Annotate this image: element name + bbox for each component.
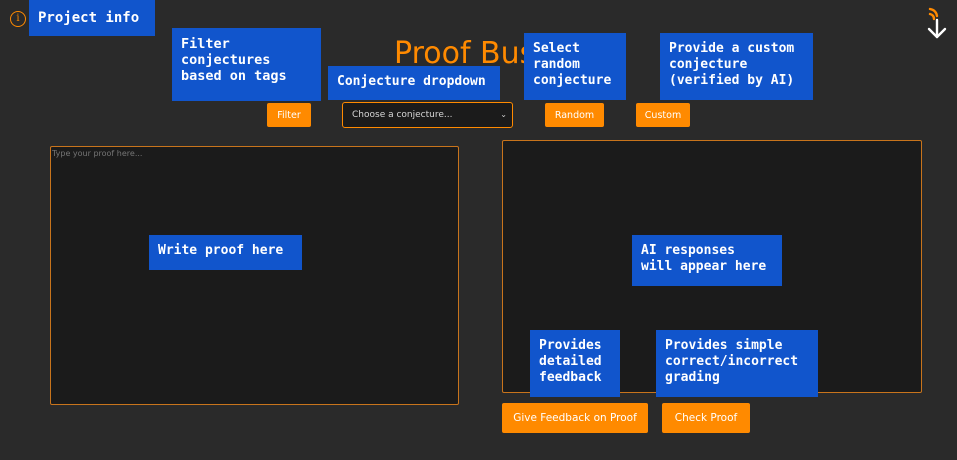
annotation-filter: Filter conjectures based on tags <box>172 28 321 101</box>
annotation-project-info: Project info <box>29 0 155 36</box>
annotation-random: Select random conjecture <box>524 33 626 100</box>
filter-button[interactable]: Filter <box>267 103 311 127</box>
brand-logo-icon[interactable] <box>922 6 950 40</box>
give-feedback-button[interactable]: Give Feedback on Proof <box>502 403 648 433</box>
conjecture-dropdown-value: Choose a conjecture... <box>352 110 453 120</box>
custom-button[interactable]: Custom <box>636 103 690 127</box>
annotation-write-proof: Write proof here <box>149 235 302 270</box>
proof-input[interactable] <box>50 146 459 405</box>
annotation-detailed-feedback: Provides detailed feedback <box>530 330 620 397</box>
check-proof-button[interactable]: Check Proof <box>662 403 750 433</box>
annotation-custom: Provide a custom conjecture (verified by… <box>660 33 813 100</box>
conjecture-dropdown[interactable]: Choose a conjecture... ⌄ <box>342 102 513 128</box>
annotation-dropdown: Conjecture dropdown <box>328 66 500 100</box>
info-icon[interactable]: i <box>10 11 26 27</box>
annotation-simple-grading: Provides simple correct/incorrect gradin… <box>656 330 818 397</box>
chevron-down-icon: ⌄ <box>500 110 507 119</box>
annotation-ai-responses: AI responses will appear here <box>632 235 782 286</box>
page-title: Proof Bus <box>394 36 536 71</box>
random-button[interactable]: Random <box>545 103 604 127</box>
